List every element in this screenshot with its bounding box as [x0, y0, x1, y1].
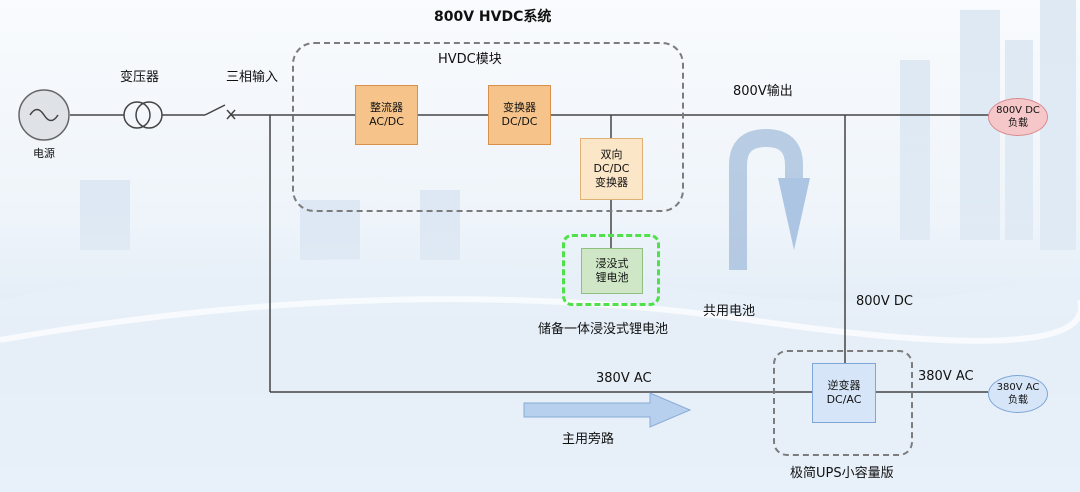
ac-label-right: 380V AC [918, 369, 974, 384]
bidirectional-converter-block: 双向 DC/DC 变换器 [580, 138, 643, 200]
ac-load-line2: 负载 [1007, 395, 1028, 406]
battery-caption: 储备一体浸没式锂电池 [538, 322, 669, 337]
output-label: 800V输出 [733, 84, 793, 99]
bidirectional-line1: 双向 [600, 148, 623, 161]
battery-line1: 浸没式 [595, 257, 629, 270]
dc-load-line2: 负载 [1007, 118, 1028, 129]
dcdc-converter-block: 变换器 DC/DC [488, 85, 551, 145]
dc-bus-label: 800V DC [856, 294, 913, 309]
bypass-label: 主用旁路 [562, 432, 615, 447]
dc-load: 800V DC 负载 [988, 98, 1048, 136]
source-label: 电源 [33, 147, 55, 160]
ac-load-line1: 380V AC [996, 382, 1040, 393]
diagram-title: 800V HVDC系统 [434, 9, 552, 25]
shared-battery-label: 共用电池 [703, 304, 756, 319]
ups-container [773, 350, 913, 456]
hvdc-module-container [292, 42, 684, 212]
converter-line2: DC/DC [501, 115, 538, 128]
rectifier-line2: AC/DC [369, 115, 404, 128]
immersion-battery-block: 浸没式 锂电池 [581, 248, 643, 294]
hvdc-module-label: HVDC模块 [438, 52, 502, 67]
inverter-block: 逆变器 DC/AC [812, 363, 876, 423]
transformer-label: 变压器 [120, 70, 160, 85]
transformer-icon [123, 101, 151, 129]
bypass-arrow [523, 392, 692, 428]
converter-line1: 变换器 [502, 101, 536, 114]
bidirectional-line3: 变换器 [594, 176, 628, 189]
battery-dashed-frame [562, 234, 660, 306]
ups-caption: 极简UPS小容量版 [790, 466, 894, 481]
rectifier-line1: 整流器 [370, 101, 403, 114]
inverter-line1: 逆变器 [827, 379, 861, 392]
u-turn-arrow [729, 128, 803, 270]
ac-load: 380V AC 负载 [988, 375, 1048, 413]
ac-label-left: 380V AC [596, 371, 652, 386]
inverter-line2: DC/AC [826, 393, 862, 406]
battery-line2: 锂电池 [595, 271, 629, 284]
rectifier-block: 整流器 AC/DC [355, 85, 418, 145]
bidirectional-line2: DC/DC [593, 162, 630, 175]
dc-load-line1: 800V DC [996, 105, 1040, 116]
three-phase-input-label: 三相输入 [226, 70, 279, 85]
